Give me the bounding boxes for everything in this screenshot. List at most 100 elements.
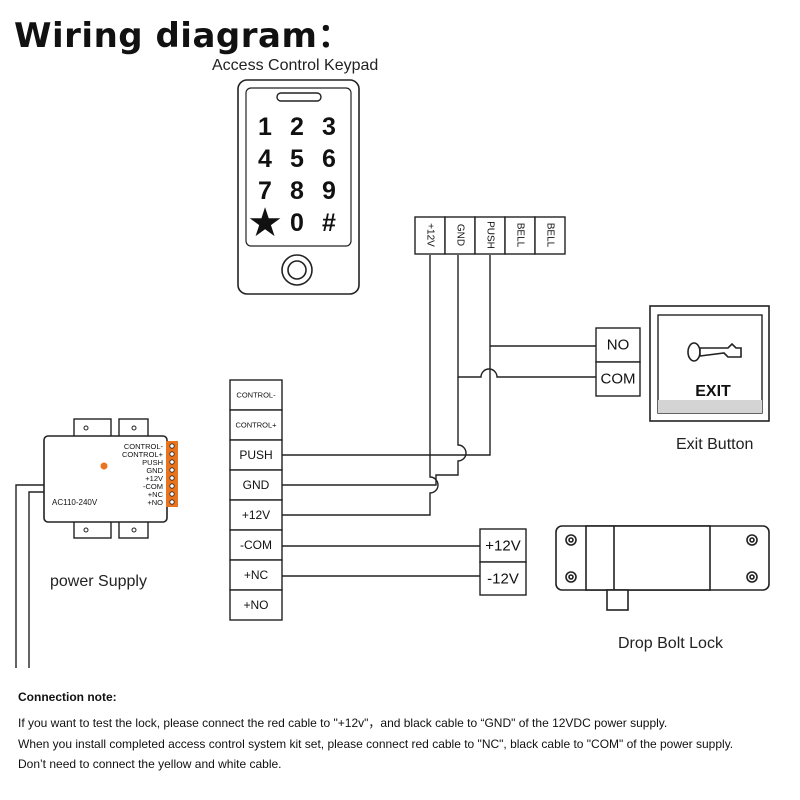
main-terminal-cell [229,379,283,411]
keypad-face [245,87,352,247]
keypad-key-9: 9 [322,177,336,205]
keypad-terminal-label: PUSH [485,221,496,249]
power-supply-label: power Supply [50,573,147,590]
ps-pin-label: PUSH [142,458,163,467]
wires [282,255,596,577]
ps-pin-label: -COM [143,482,163,491]
note-line-1: If you want to test the lock, please con… [18,716,668,730]
screw-icon [749,537,755,543]
ps-screw [83,425,89,431]
ps-pin-dot [169,467,175,473]
ps-power-led [100,462,108,470]
main-terminal-label: +NC [244,568,269,582]
ps-pin-dot [169,491,175,497]
main-terminal-label: +NO [243,598,268,612]
note-line-2: When you install completed access contro… [18,737,734,751]
keypad-button-inner [287,260,307,280]
main-terminal-label: CONTROL+ [235,421,277,430]
ps-pin-dot [169,451,175,457]
ps-pin-label: GND [146,466,163,475]
ps-pin-label: +12V [145,474,163,483]
exit-button-label: Exit Button [676,436,754,453]
exit-terminal-cell [595,361,641,397]
keypad-key-3: 3 [322,113,336,141]
exit-terminal-label: NO [607,337,630,354]
keypad-terminal-cell [504,216,536,255]
keypad-key-8: 8 [290,177,304,205]
drop-bolt-housing [585,525,711,591]
keypad-terminal-label: BELL [515,223,526,248]
drop-bolt-pin [606,589,629,611]
ps-pin-dot [169,443,175,449]
main-terminal-label: GND [243,478,270,492]
main-terminal-block: CONTROL- CONTROL+ PUSH GND +12V -COM +NC +NO [229,379,283,621]
keypad-key-1: 1 [258,113,272,141]
exit-terminal-label: COM [601,371,636,388]
lock-terminal-block: +12V -12V [479,528,527,596]
lock-terminal-label: -12V [487,571,519,588]
exit-button-text: EXIT [695,383,731,400]
exit-terminal-block: NO COM [595,327,641,397]
keypad-terminal-label: GND [455,224,466,246]
keypad-terminal-label: BELL [545,223,556,248]
ps-screw [131,527,137,533]
keypad-key-4: 4 [258,145,272,173]
main-terminal-label: +12V [242,508,270,522]
ps-pin-dot [169,483,175,489]
main-terminal-cell [229,499,283,531]
exit-button-shadow [658,400,762,413]
ps-screw [83,527,89,533]
ps-pin-dot [169,499,175,505]
screw-icon [568,537,574,543]
ps-mains-cable [28,491,44,668]
ps-tab-top-right [118,418,149,438]
note-line-3: Don’t need to connect the yellow and whi… [18,757,282,771]
main-terminal-cell [229,559,283,591]
keypad-terminal-label: +12V [425,223,436,247]
keypad-key-2: 2 [290,113,304,141]
keypad-key-5: 5 [290,145,304,173]
keypad-indicator-slot [276,92,322,102]
keypad-key-hash: # [322,209,336,237]
main-terminal-label: -COM [240,538,272,552]
drop-bolt-label: Drop Bolt Lock [618,635,723,652]
keypad-terminal-cell [414,216,446,255]
notes-heading: Connection note: [18,690,117,704]
ps-pin-label: +NO [147,498,163,507]
keypad-terminal-cell [444,216,476,255]
screw-icon [749,574,755,580]
ps-pin-label: CONTROL+ [122,450,164,459]
keypad-terminal-block: +12V GND PUSH BELL BELL [414,216,566,255]
exit-button: EXIT [649,305,770,422]
ps-tab-top-left [73,418,112,438]
main-terminal-cell [229,589,283,621]
keypad-key-0: 0 [290,209,304,237]
lock-terminal-label: +12V [485,538,520,555]
key-icon [687,342,742,362]
main-terminal-cell [229,469,283,501]
screw-icon [568,574,574,580]
wire-12v [282,255,439,516]
ps-pin-label: +NC [148,490,164,499]
main-terminal-cell [229,529,283,561]
ps-screw [131,425,137,431]
ps-connector-strip [166,441,178,507]
main-terminal-label: PUSH [239,448,272,462]
main-terminal-label: CONTROL- [236,391,276,400]
main-terminal-cell [229,439,283,471]
ps-voltage-label: AC110-240V [52,498,98,507]
keypad-key-7: 7 [258,177,272,205]
ps-pin-dot [169,459,175,465]
keypad-terminal-cell [534,216,566,255]
ps-mains-cable [15,484,44,668]
wire-push [282,255,491,456]
page-title: Wiring diagram： [14,16,352,56]
wire-gnd [282,377,467,486]
lock-terminal-cell [479,561,527,596]
ps-pin-dot [169,475,175,481]
